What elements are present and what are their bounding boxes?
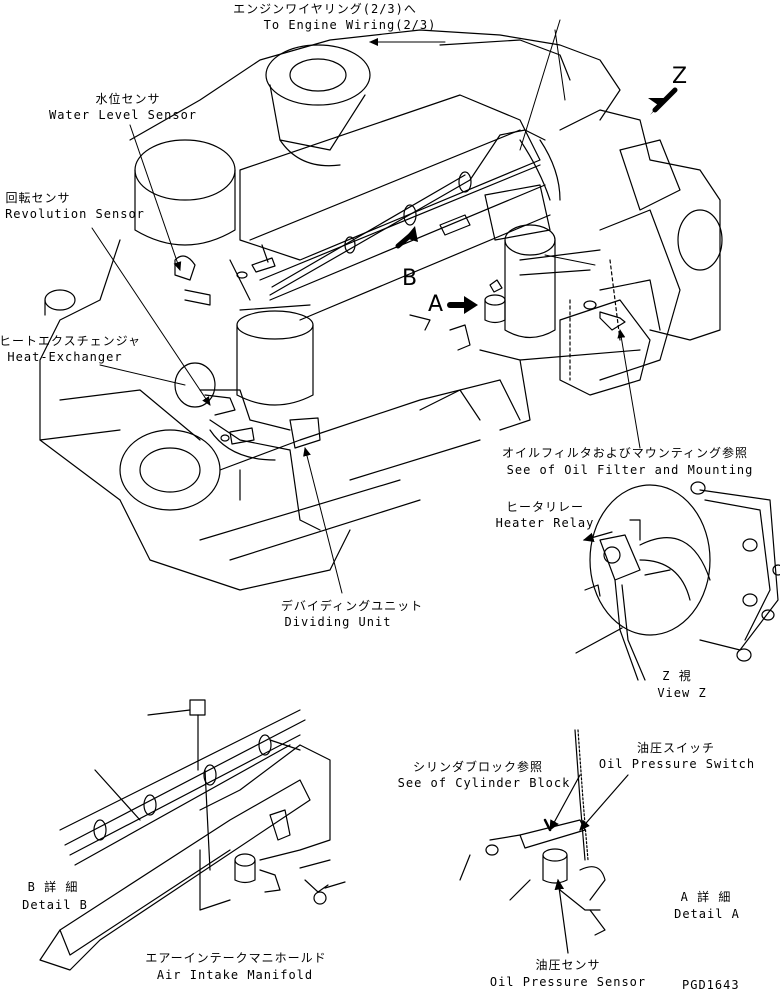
engine-wiring-label-jp: エンジンワイヤリング(2/3)へ	[233, 2, 417, 16]
detail-b-drawing	[39, 699, 346, 971]
heat-exchanger-label-en: Heat-Exchanger	[7, 350, 123, 364]
engine-block	[39, 29, 723, 591]
view-marker-b: B	[402, 266, 419, 291]
view-z-label-en: View Z	[657, 686, 707, 700]
revolution-sensor-label-en: Revolution Sensor	[5, 207, 145, 221]
cylinder-block-label-jp: シリンダブロック参照	[412, 760, 544, 774]
heater-relay-label-jp: ヒータリレー	[505, 500, 585, 514]
oil-switch-label-jp: 油圧スイッチ	[636, 741, 716, 755]
leader-lines	[91, 19, 641, 594]
oil-sensor-label-jp: 油圧センサ	[535, 958, 601, 972]
dividing-unit-label-jp: デバイディングユニット	[280, 599, 424, 613]
detail-a-drawing	[459, 729, 629, 954]
air-intake-label-en: Air Intake Manifold	[156, 968, 314, 982]
oil-filter-label-en: See of Oil Filter and Mounting	[506, 463, 754, 477]
dividing-unit-label-en: Dividing Unit	[284, 615, 392, 629]
view-arrows	[395, 87, 678, 314]
engine-wiring-label-en: To Engine Wiring(2/3)	[263, 18, 437, 32]
cylinder-block-label-en: See of Cylinder Block	[397, 776, 571, 790]
revolution-sensor-label-jp: 回転センサ	[5, 191, 71, 205]
detail-b-label-en: Detail B	[22, 898, 88, 912]
air-intake-label-jp: エアーインテークマニホールド	[145, 951, 327, 965]
detail-a-label-jp: A 詳 細	[680, 890, 732, 904]
view-z-label-jp: Z 視	[662, 669, 692, 683]
oil-filter-label-jp: オイルフィルタおよびマウンティング参照	[501, 446, 749, 460]
drawing-code: PGD1643	[682, 978, 740, 992]
water-level-label-jp: 水位センサ	[95, 92, 161, 106]
view-z-detail	[575, 481, 780, 681]
oil-switch-label-en: Oil Pressure Switch	[598, 757, 756, 771]
oil-sensor-label-en: Oil Pressure Sensor	[489, 975, 647, 989]
view-marker-z: Z	[672, 64, 689, 89]
detail-b-label-jp: B 詳 細	[27, 880, 79, 894]
heater-relay-label-en: Heater Relay	[495, 516, 595, 530]
view-marker-a: A	[428, 292, 445, 317]
detail-a-label-en: Detail A	[674, 907, 740, 921]
water-level-label-en: Water Level Sensor	[48, 108, 198, 122]
heat-exchanger-label-jp: ヒートエクスチェンジャ	[0, 334, 142, 348]
